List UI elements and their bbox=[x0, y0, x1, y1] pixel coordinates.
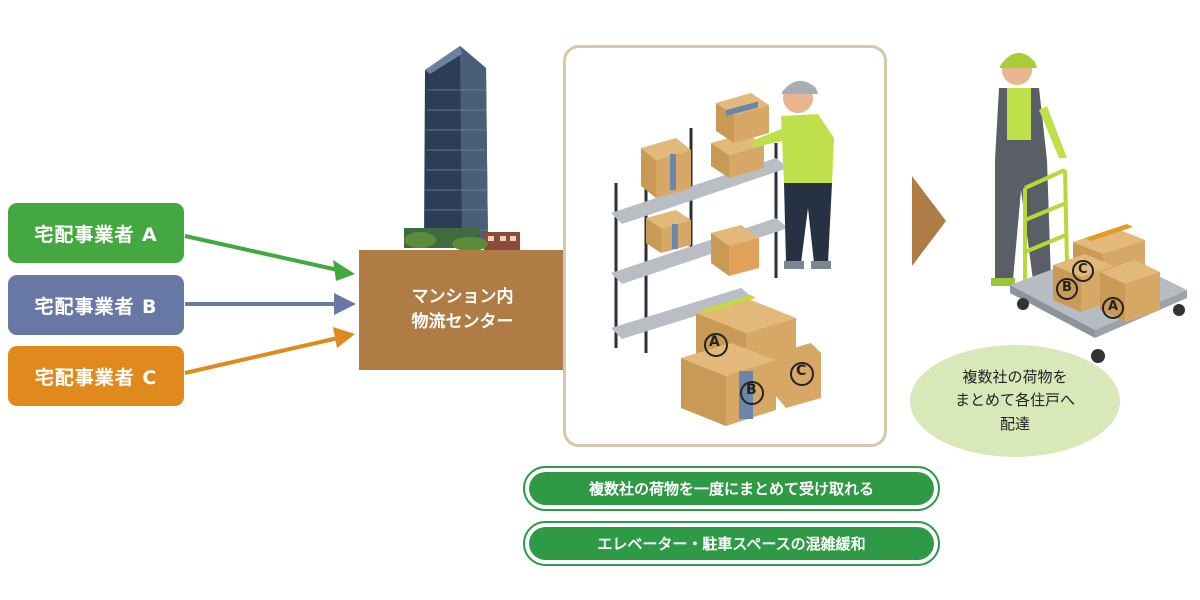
chevron-right-icon bbox=[912, 176, 946, 266]
delivery-worker-illustration: C B A bbox=[955, 40, 1200, 370]
tower-building-illustration bbox=[404, 46, 520, 252]
logistics-center-label: マンション内 物流センター bbox=[411, 286, 514, 333]
result-ellipse: 複数社の荷物を まとめて各住戸へ 配達 bbox=[910, 345, 1120, 457]
warehouse-panel: A B C bbox=[563, 45, 887, 447]
box-stack bbox=[681, 295, 821, 426]
benefit-pill-1: 複数社の荷物を一度にまとめて受け取れる bbox=[523, 466, 940, 511]
carrier-a-box: 宅配事業者 A bbox=[8, 203, 184, 263]
box-letter-b: B bbox=[746, 382, 757, 398]
arrow-a bbox=[184, 234, 355, 281]
warehouse-worker bbox=[752, 80, 834, 269]
cart-box-letter-b: B bbox=[1062, 280, 1072, 295]
carrier-b-label: 宅配事業者 B bbox=[34, 295, 158, 318]
arrow-c bbox=[184, 327, 355, 375]
carrier-c-label: 宅配事業者 C bbox=[34, 366, 158, 389]
benefit-pill-2-inner: エレベーター・駐車スペースの混雑緩和 bbox=[529, 527, 934, 560]
logistics-center-box: マンション内 物流センター bbox=[359, 250, 566, 370]
benefit-2-label: エレベーター・駐車スペースの混雑緩和 bbox=[597, 535, 866, 553]
benefit-pill-1-inner: 複数社の荷物を一度にまとめて受け取れる bbox=[529, 472, 934, 505]
benefit-pill-2: エレベーター・駐車スペースの混雑緩和 bbox=[523, 521, 940, 566]
box-letter-a: A bbox=[709, 334, 720, 350]
carrier-a-label: 宅配事業者 A bbox=[34, 223, 158, 246]
carrier-c-box: 宅配事業者 C bbox=[8, 346, 184, 406]
warehouse-worker-illustration bbox=[611, 80, 834, 426]
benefit-1-label: 複数社の荷物を一度にまとめて受け取れる bbox=[588, 480, 874, 498]
cart-box-letter-c: C bbox=[1078, 262, 1088, 277]
result-label: 複数社の荷物を まとめて各住戸へ 配達 bbox=[954, 368, 1075, 433]
arrow-b bbox=[185, 293, 356, 315]
box-letter-c: C bbox=[796, 363, 807, 379]
cart-box-letter-a: A bbox=[1108, 299, 1119, 314]
carrier-b-box: 宅配事業者 B bbox=[8, 275, 184, 335]
